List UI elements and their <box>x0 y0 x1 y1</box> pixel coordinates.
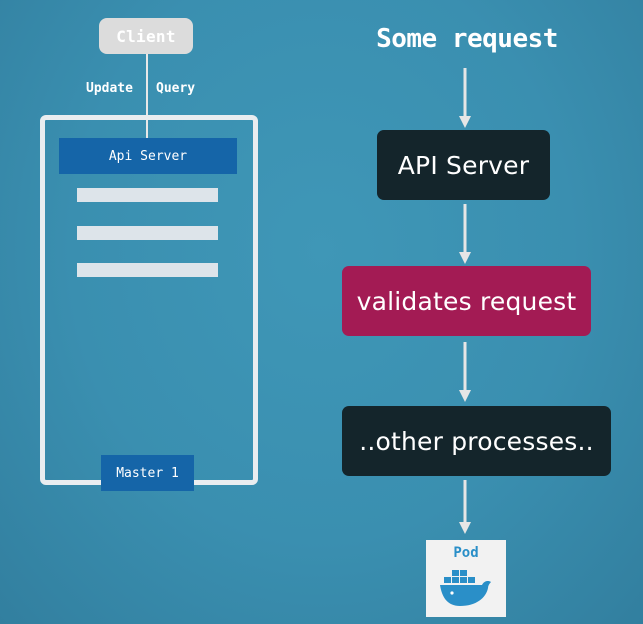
component-placeholder-bar <box>77 188 218 202</box>
docker-whale-icon <box>438 564 494 612</box>
step-api-server: API Server <box>377 130 550 200</box>
client-label: Client <box>116 26 176 46</box>
down-arrow-icon <box>459 68 471 128</box>
step-validates-request: validates request <box>342 266 591 336</box>
step-other-processes: ..other processes.. <box>342 406 611 476</box>
step-label: API Server <box>397 150 530 180</box>
pod-label: Pod <box>453 545 479 561</box>
flow-title: Some request <box>376 24 558 54</box>
down-arrow-icon <box>459 480 471 534</box>
query-label: Query <box>156 81 196 96</box>
down-arrow-icon <box>459 204 471 264</box>
master-node-label-box: Master 1 <box>101 455 194 491</box>
step-label: ..other processes.. <box>359 426 594 456</box>
component-placeholder-bar <box>77 226 218 240</box>
component-placeholder-bar <box>77 263 218 277</box>
down-arrow-icon <box>459 342 471 402</box>
client-box: Client <box>99 18 193 54</box>
master-label: Master 1 <box>116 465 179 481</box>
pod-box: Pod <box>426 540 506 617</box>
client-connector-line <box>146 54 148 138</box>
step-label: validates request <box>356 286 577 316</box>
update-label: Update <box>86 81 133 96</box>
api-server-label: Api Server <box>108 148 188 164</box>
api-server-component: Api Server <box>59 138 237 174</box>
